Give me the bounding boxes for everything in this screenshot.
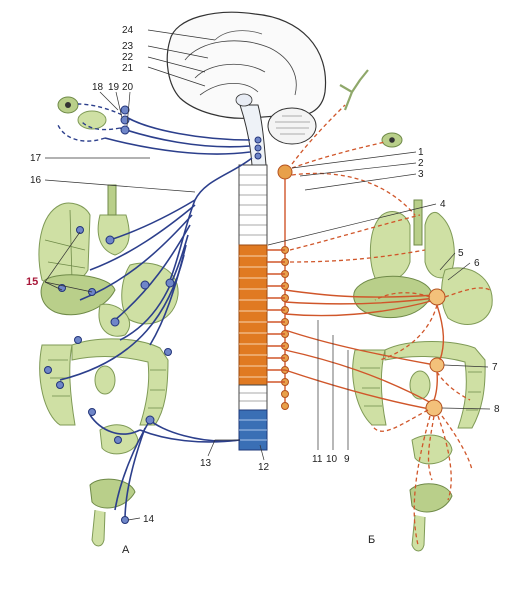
panel-label-right: Б: [368, 534, 375, 546]
label-5: 5: [458, 248, 464, 259]
label-23: 23: [122, 41, 134, 52]
label-24: 24: [122, 25, 134, 36]
label-8: 8: [494, 404, 500, 415]
label-2: 2: [418, 158, 424, 169]
leader-lines: [44, 29, 491, 521]
sympathetic-pathways: [267, 104, 491, 546]
label-1: 1: [418, 147, 424, 158]
label-7: 7: [492, 362, 498, 373]
label-22: 22: [122, 52, 134, 63]
label-6: 6: [474, 258, 480, 269]
parasympathetic-pathways: [44, 103, 262, 524]
label-3: 3: [418, 169, 424, 180]
panel-labels: А Б: [122, 534, 375, 556]
label-4: 4: [440, 199, 446, 210]
spinal-cord: [238, 164, 268, 451]
label-18: 18: [92, 82, 104, 93]
label-17: 17: [30, 153, 42, 164]
label-11: 11: [312, 454, 323, 465]
label-12: 12: [258, 462, 270, 473]
label-19: 19: [108, 82, 120, 93]
label-15: 15: [26, 276, 38, 288]
label-16: 16: [30, 175, 42, 186]
panel-label-left: А: [122, 544, 130, 556]
label-10: 10: [326, 454, 338, 465]
label-20: 20: [122, 82, 134, 93]
number-labels: 24 23 22 21 18 19 20 17 16 15 14 13 12 1…: [26, 25, 500, 525]
label-9: 9: [344, 454, 350, 465]
label-14: 14: [143, 514, 155, 525]
left-organs: [38, 96, 179, 547]
brain: [166, 11, 327, 166]
label-21: 21: [122, 63, 134, 74]
label-13: 13: [200, 458, 212, 469]
